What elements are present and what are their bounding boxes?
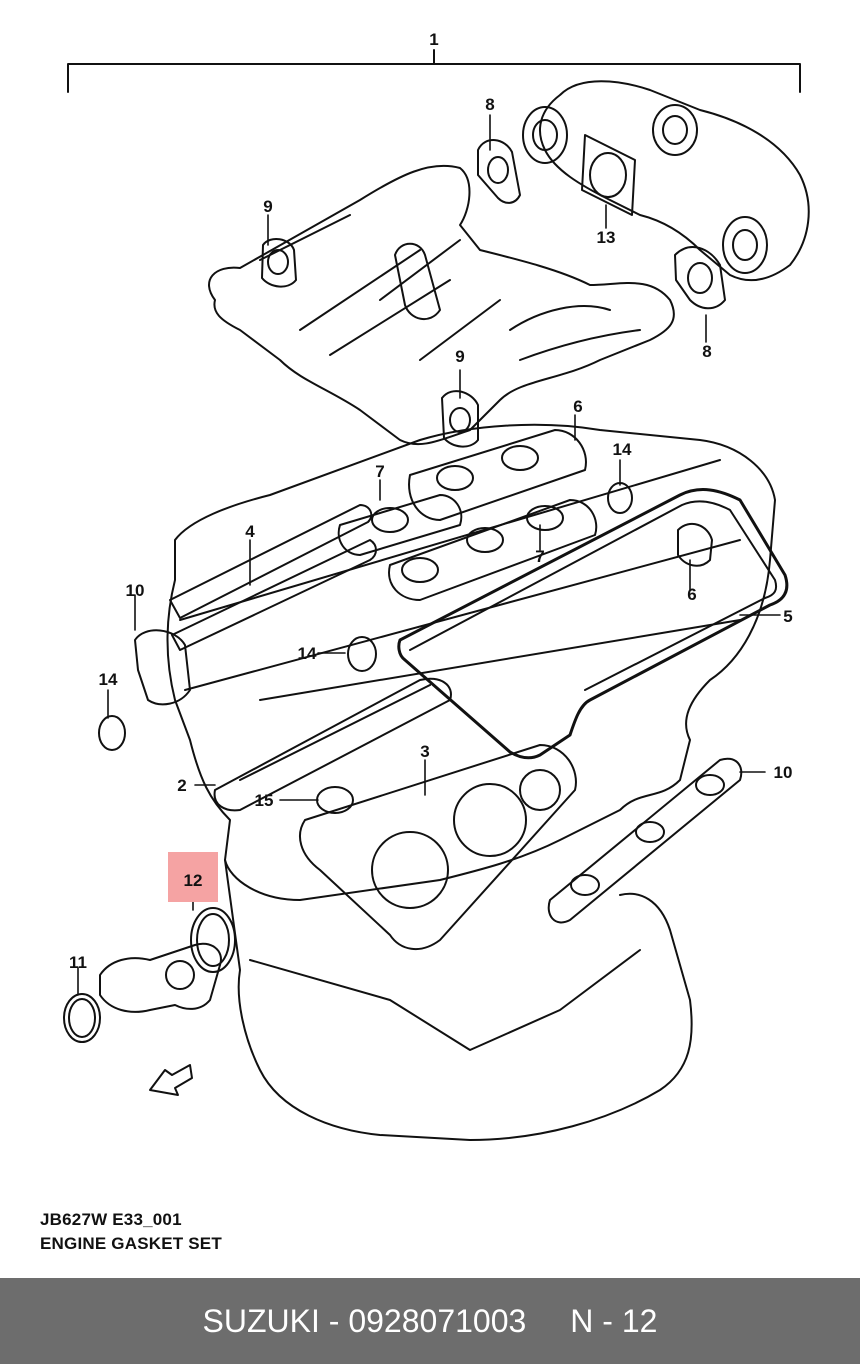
- intake-gasket-6: [408, 429, 587, 521]
- callout-7b: 7: [535, 547, 544, 566]
- gasket-6-right: [677, 522, 713, 567]
- footer-part-number: 0928071003: [348, 1302, 527, 1339]
- footer-brand: SUZUKI: [202, 1302, 320, 1339]
- callout-14b: 14: [298, 644, 317, 663]
- footer-bar: SUZUKI - 0928071003 N - 12: [0, 1278, 860, 1364]
- o-ring-15: [316, 786, 354, 814]
- gasket-8-lower: [674, 246, 726, 310]
- exhaust-manifold-upper: [539, 80, 810, 282]
- head-gasket-3: [299, 744, 577, 950]
- callout-7a: 7: [375, 462, 384, 481]
- callout-11: 11: [69, 953, 87, 972]
- exploded-parts-diagram: 1 8 9 13 8 9 6 14 7 4 7 6 5 10 14 14 3 2…: [63, 30, 810, 1141]
- callout-12-highlight: [168, 852, 218, 902]
- callout-13: 13: [597, 228, 616, 247]
- set-bracket: [67, 49, 801, 93]
- o-ring-12: [190, 907, 236, 973]
- callout-15: 15: [255, 791, 274, 810]
- callout-1: 1: [429, 30, 438, 49]
- engine-block: [224, 859, 693, 1141]
- callout-9b: 9: [455, 347, 464, 366]
- callout-8b: 8: [702, 342, 711, 361]
- gasket-9-lower: [441, 390, 479, 448]
- gasket-8-upper: [477, 139, 521, 204]
- intake-gasket-7b: [388, 499, 598, 601]
- cover-gasket-4: [169, 504, 373, 619]
- water-pump: [99, 942, 222, 1013]
- o-ring-14-left: [98, 715, 126, 751]
- callout-4: 4: [245, 522, 255, 541]
- callout-5: 5: [783, 607, 792, 626]
- callout-14c: 14: [99, 670, 118, 689]
- intake-manifold-upper: [208, 164, 675, 446]
- callout-3: 3: [420, 742, 429, 761]
- callout-6b: 6: [687, 585, 696, 604]
- callout-9a: 9: [263, 197, 272, 216]
- footer-separator: -: [319, 1302, 349, 1339]
- diagram-title: ENGINE GASKET SET: [40, 1234, 222, 1253]
- callout-10a: 10: [126, 581, 145, 600]
- gasket-13: [581, 134, 636, 216]
- callout-10b: 10: [774, 763, 793, 782]
- front-arrow-icon: [149, 1064, 193, 1096]
- intake-gasket-7a: [337, 494, 463, 556]
- o-ring-14-mid: [347, 636, 377, 672]
- cylinder-head: [166, 423, 776, 901]
- callout-12: 12: [184, 871, 203, 890]
- o-ring-14-top: [607, 482, 633, 514]
- callout-6a: 6: [573, 397, 582, 416]
- footer-position-label: N - 12: [570, 1302, 658, 1339]
- gasket-9-upper: [261, 238, 297, 288]
- head-gasket-2: [213, 677, 452, 812]
- callout-2: 2: [177, 776, 186, 795]
- diagram-code: JB627W E33_001: [40, 1210, 182, 1229]
- callout-14a: 14: [613, 440, 632, 459]
- exhaust-gasket-10-right: [547, 757, 743, 924]
- o-ring-11: [63, 993, 101, 1043]
- cover-gasket-5: [397, 488, 789, 760]
- exhaust-gasket-10-left: [134, 629, 191, 706]
- callout-8a: 8: [485, 95, 494, 114]
